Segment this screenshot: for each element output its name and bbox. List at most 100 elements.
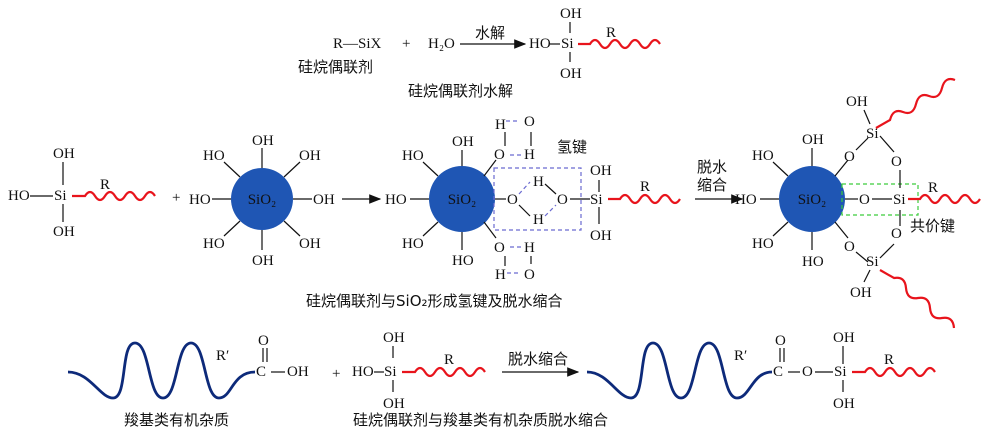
silane-caption: 硅烷偶联剂 [298, 58, 373, 76]
sio2-label: SiO₂ [248, 192, 277, 208]
bond [422, 221, 439, 237]
ho-group: HO [752, 148, 774, 164]
chain-r-label: R [444, 352, 454, 368]
silanol-oh-top: OH [53, 146, 75, 162]
chain-r-label: R [100, 177, 110, 193]
silanol-oh-top: OH [383, 330, 405, 346]
oxygen-atom: O [557, 192, 568, 208]
silanol-oh-bottom: OH [383, 396, 405, 412]
oh-group: OH [299, 148, 321, 164]
organic-chain-r [852, 366, 936, 378]
bond [855, 137, 869, 151]
hydrolysis-arrow-label: 水解 [475, 24, 505, 42]
carboxyl-oh: OH [287, 364, 309, 380]
bond [223, 220, 241, 237]
chain-r-label: R [884, 352, 894, 368]
organic-chain-r [875, 77, 956, 129]
oxygen-atom: O [494, 240, 505, 256]
bond [772, 221, 789, 237]
oxygen-atom: O [494, 147, 505, 163]
silane-formula: R—SiX [333, 36, 382, 52]
organic-backbone-wave [67, 341, 256, 400]
row3-silanol: OH HO Si OH R [352, 330, 486, 412]
plus-sign: + [172, 190, 180, 206]
hydrogen-atom: H [524, 240, 535, 256]
oxygen-atom: O [844, 239, 855, 255]
silanol-oh-top: OH [833, 330, 855, 346]
hydrogen-bond [518, 181, 531, 195]
ho-group: HO [752, 236, 774, 252]
sio2-sphere [779, 166, 845, 232]
bond [834, 221, 849, 239]
silanol-si: Si [384, 364, 397, 380]
oxygen-atom: O [859, 192, 870, 208]
silanol-ho: HO [8, 188, 30, 204]
hydrogen-atom: H [495, 117, 506, 133]
carbon-atom: C [256, 364, 266, 380]
ester-caption: 硅烷偶联剂与羧基类有机杂质脱水缩合 [353, 411, 608, 429]
arrow-label-line1: 脱水 [697, 158, 727, 176]
organic-chain-r [879, 269, 956, 329]
silanol-oh-bottom: OH [833, 396, 855, 412]
row3-condensation-arrow: 脱水缩合 [502, 350, 580, 377]
ho-group: HO [203, 148, 225, 164]
ho-group: HO [452, 253, 474, 269]
bond [879, 243, 895, 259]
arrow-label: 脱水缩合 [508, 350, 568, 368]
oh-group: OH [802, 132, 824, 148]
hydrogen-atom: H [524, 147, 535, 163]
row2-condensation-arrow: 脱水 缩合 [695, 158, 744, 204]
bond [863, 269, 871, 283]
silicon-atom: Si [893, 192, 906, 208]
organic-chain-r [402, 366, 486, 378]
sio2-sphere [231, 168, 293, 230]
chain-r-label: R [640, 179, 650, 195]
bond [283, 220, 301, 237]
row2-silanol: OH HO Si OH R + [8, 146, 180, 240]
silanol-oh-top: OH [560, 6, 582, 22]
covalent-bond-label: 共价键 [910, 217, 955, 235]
organic-chain-r [608, 193, 681, 205]
bond [855, 251, 869, 263]
row2-hydrogen-bond-complex: SiO₂ OH HO HO HO HO O H O H O H O H O [385, 114, 681, 283]
chain-r-label: R [928, 180, 938, 196]
silanol-oh-bottom: OH [560, 66, 582, 82]
chain-r-label: R [606, 25, 616, 41]
bond [544, 183, 557, 195]
ester-oxygen: O [802, 364, 813, 380]
hydrogen-bond-caption: 硅烷偶联剂与SiO₂形成氢键及脱水缩合 [306, 292, 563, 310]
sio2-sphere [429, 166, 495, 232]
r-prime-label: R′ [734, 348, 747, 364]
organic-chain-r [578, 38, 661, 50]
hydrogen-atom: H [533, 174, 544, 190]
ho-group: HO [385, 192, 407, 208]
plus-sign: + [402, 36, 410, 52]
silicon-atom: Si [866, 254, 879, 270]
oxygen-atom: O [507, 192, 518, 208]
sio2-label: SiO₂ [798, 192, 827, 208]
bond [863, 109, 871, 125]
silanol-si: Si [54, 188, 67, 204]
bond [223, 161, 241, 178]
organic-chain-r [72, 190, 156, 202]
oxygen-atom: O [524, 267, 535, 283]
organic-backbone-wave [586, 341, 773, 400]
bond [483, 159, 497, 177]
ho-group: HO [203, 236, 225, 252]
bond [879, 135, 895, 153]
hydrogen-bond [544, 204, 557, 217]
oh-group: OH [452, 134, 474, 150]
ho-group: HO [402, 148, 424, 164]
silicon-atom: Si [834, 364, 847, 380]
bond [283, 161, 301, 178]
carbonyl-oxygen: O [775, 333, 786, 349]
silanol-oh-top: OH [590, 163, 612, 179]
sio2-label: SiO₂ [448, 192, 477, 208]
water-formula: H₂O [428, 36, 455, 52]
oh-group: OH [313, 192, 335, 208]
arrow-label-line2: 缩合 [697, 176, 727, 194]
silicon-atom: Si [590, 192, 603, 208]
row3-carboxyl-reactant: R′ C O OH 羧基类有机杂质 [67, 333, 309, 429]
